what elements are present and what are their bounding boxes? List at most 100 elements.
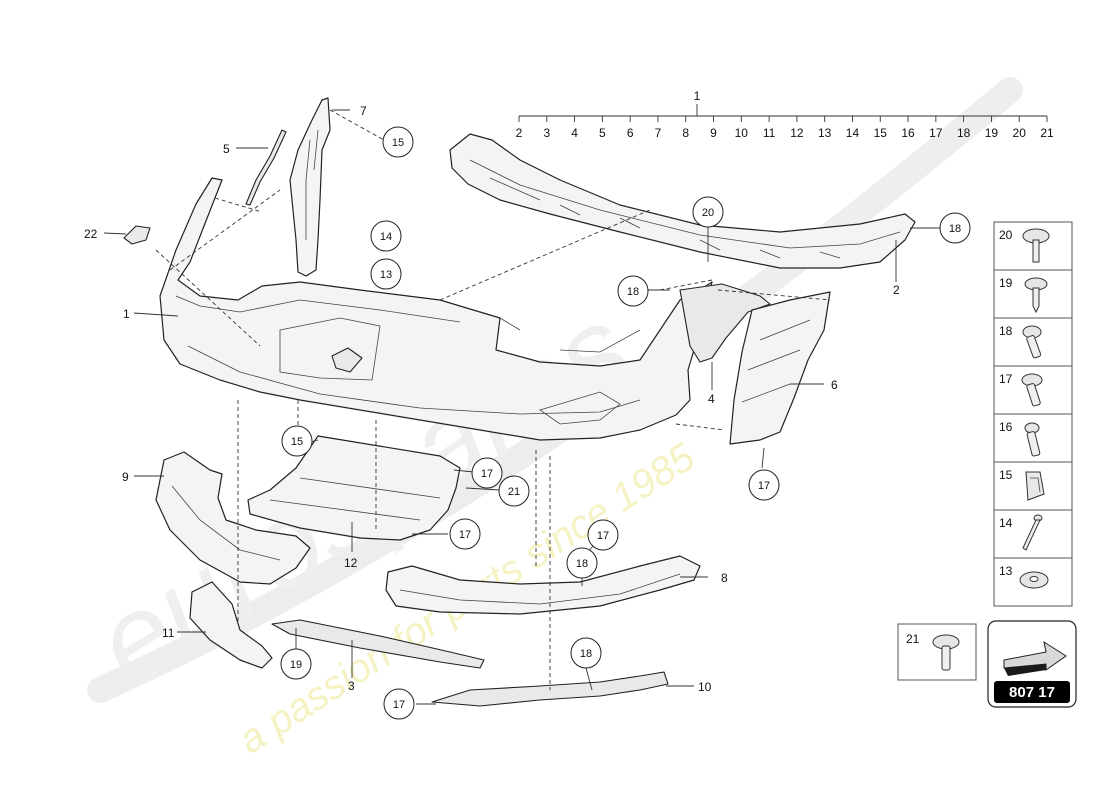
callout-21: 21 [498, 475, 530, 507]
svg-text:18: 18 [949, 223, 961, 235]
part-side-grille [729, 291, 831, 445]
part-trim-strip [245, 129, 287, 206]
label-5: 5 [223, 142, 230, 156]
legend-item-label: 17 [999, 372, 1013, 386]
group-member-label: 10 [735, 126, 749, 140]
label-7: 7 [360, 104, 367, 118]
legend-21-label: 21 [906, 632, 920, 646]
group-member-label: 13 [818, 126, 832, 140]
group-member-label: 19 [985, 126, 999, 140]
legend-icon-19 [1024, 277, 1048, 314]
callout-17-c: 17 [587, 519, 619, 551]
callout-13: 13 [370, 258, 402, 290]
fastener-legend: 20 19 18 17 16 15 14 13 [897, 221, 1073, 681]
svg-text:15: 15 [291, 436, 303, 448]
label-9: 9 [122, 470, 129, 484]
callout-18-right: 18 [939, 212, 971, 244]
group-member-label: 14 [846, 126, 860, 140]
part-labels: 1 2 3 4 5 6 7 8 9 10 11 12 22 [84, 104, 900, 694]
label-12: 12 [344, 556, 358, 570]
group-member-label: 12 [790, 126, 804, 140]
part-long-strip [271, 619, 485, 669]
group-member-label: 6 [627, 126, 634, 140]
svg-text:17: 17 [758, 480, 770, 492]
svg-text:15: 15 [392, 137, 404, 149]
legend-item-label: 13 [999, 564, 1013, 578]
part-crossmember [449, 133, 916, 269]
svg-text:19: 19 [290, 659, 302, 671]
label-6: 6 [831, 378, 838, 392]
part-underbody-panel [247, 435, 461, 541]
group-member-label: 3 [543, 126, 550, 140]
label-10: 10 [698, 680, 712, 694]
legend-icon-14 [1022, 514, 1043, 551]
part-front-bumper [159, 177, 713, 441]
legend-item-label: 19 [999, 276, 1013, 290]
label-11: 11 [162, 626, 175, 640]
svg-text:14: 14 [380, 231, 392, 243]
callout-17-a: 17 [471, 457, 503, 489]
svg-text:17: 17 [481, 468, 493, 480]
legend-icon-21 [932, 634, 960, 671]
svg-text:20: 20 [702, 207, 714, 219]
svg-text:18: 18 [580, 648, 592, 660]
reference-box: 807 17 [987, 620, 1077, 708]
legend-icon-15 [1025, 471, 1045, 501]
part-center-splitter [385, 555, 701, 615]
guide-lines [155, 109, 831, 690]
group-member-label: 15 [874, 126, 888, 140]
label-2: 2 [893, 283, 900, 297]
label-8: 8 [721, 571, 728, 585]
callout-14: 14 [370, 220, 402, 252]
circled-callouts: 15 14 13 20 18 18 15 17 21 17 17 18 17 1… [280, 126, 971, 720]
callout-18-low: 18 [566, 547, 598, 579]
group-member-label: 18 [957, 126, 971, 140]
legend-item-label: 14 [999, 516, 1013, 530]
legend-icon-13 [1019, 571, 1049, 589]
callout-18-bottom: 18 [570, 637, 602, 669]
group-member-label: 20 [1013, 126, 1027, 140]
legend-icon-18 [1022, 325, 1042, 359]
svg-text:17: 17 [393, 699, 405, 711]
callout-17-right: 17 [748, 469, 780, 501]
label-22: 22 [84, 227, 98, 241]
label-1: 1 [123, 307, 130, 321]
group-member-label: 4 [571, 126, 578, 140]
legend-icon-17 [1021, 373, 1043, 407]
group-member-label: 17 [929, 126, 943, 140]
group-member-label: 16 [901, 126, 915, 140]
part-side-duct [679, 283, 771, 363]
callout-18-mid: 18 [617, 275, 649, 307]
svg-text:17: 17 [459, 529, 471, 541]
label-4: 4 [708, 392, 715, 406]
part-left-splitter [155, 451, 311, 585]
group-member-label: 11 [763, 126, 776, 140]
svg-text:21: 21 [508, 486, 520, 498]
callout-17-b: 17 [449, 518, 481, 550]
legend-item-label: 16 [999, 420, 1013, 434]
part-left-corner [189, 581, 273, 669]
svg-text:18: 18 [627, 286, 639, 298]
label-3: 3 [348, 679, 355, 693]
group-member-label: 8 [682, 126, 689, 140]
callout-15-top: 15 [382, 126, 414, 158]
group-member-label: 5 [599, 126, 606, 140]
leader-lines [103, 109, 942, 705]
legend-icon-16 [1024, 422, 1041, 457]
group-member-label: 9 [710, 126, 717, 140]
part-vertical-bracket [289, 97, 331, 277]
part-emblem [123, 225, 151, 245]
callout-17-bottom: 17 [383, 688, 415, 720]
callout-15-mid: 15 [281, 425, 313, 457]
direction-arrow-icon [1003, 640, 1067, 676]
callout-20: 20 [692, 196, 724, 228]
legend-item-label: 15 [999, 468, 1013, 482]
legend-icon-20 [1022, 228, 1050, 263]
legend-item-label: 20 [999, 228, 1013, 242]
svg-text:18: 18 [576, 558, 588, 570]
svg-text:17: 17 [597, 530, 609, 542]
